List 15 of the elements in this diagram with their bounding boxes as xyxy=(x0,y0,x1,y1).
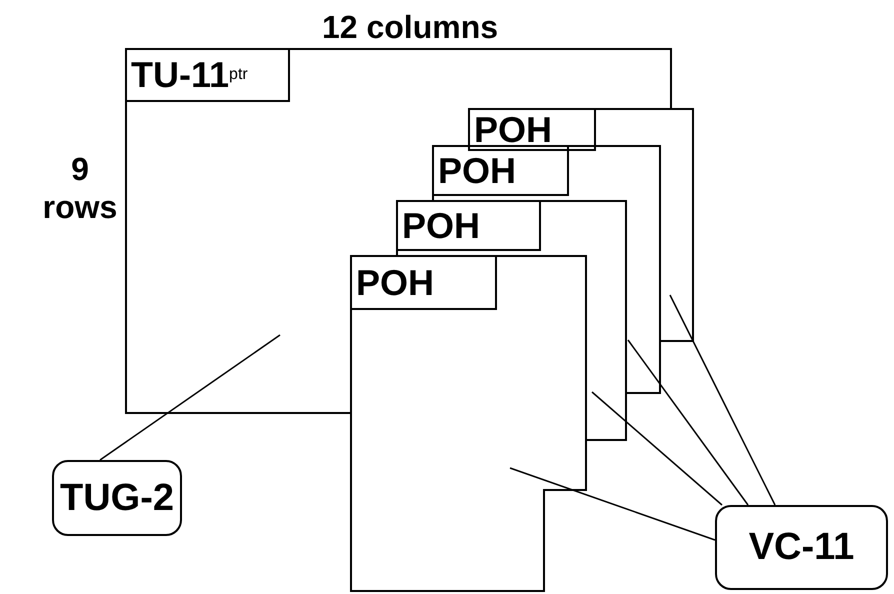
header-label: POH xyxy=(468,108,596,151)
leader-line xyxy=(669,294,776,506)
leader-line xyxy=(100,334,280,461)
dimension-label: 12 columns xyxy=(320,8,500,46)
header-label: POH xyxy=(350,255,497,310)
callout-label: TUG-2 xyxy=(52,460,182,536)
dimension-label: 9 rows xyxy=(42,150,118,227)
leader-line xyxy=(510,467,716,541)
leader-line xyxy=(627,340,749,506)
frame-outline xyxy=(350,255,587,592)
callout-label: VC-11 xyxy=(715,505,888,590)
leader-line xyxy=(592,391,722,506)
header-label: POH xyxy=(432,145,569,196)
frame-outline xyxy=(125,48,672,414)
header-label: POH xyxy=(396,200,541,251)
